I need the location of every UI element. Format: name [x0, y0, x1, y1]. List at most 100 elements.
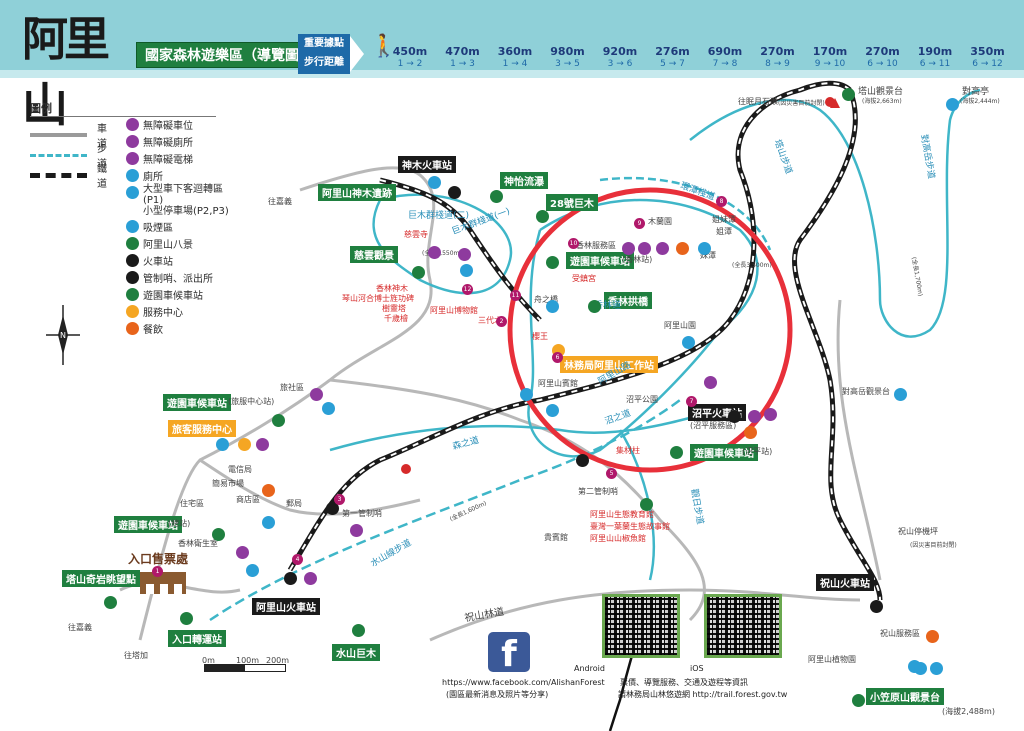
- walk-distance-pair: 3 → 5: [555, 59, 580, 69]
- waypoint-marker: 6: [552, 352, 563, 363]
- walk-distance-pair: 1 → 4: [502, 59, 528, 69]
- legend-item-label: 服務中心: [143, 308, 183, 319]
- waypoint-marker: 9: [634, 218, 645, 229]
- label-zhushan-station: 祝山火車站: [816, 574, 874, 591]
- label-tashan-alt: (海拔2,663m): [862, 98, 902, 105]
- facebook-icon[interactable]: f: [488, 632, 530, 675]
- label-alishan-museum: 阿里山博物館: [430, 306, 478, 315]
- label-duigaoting: 對高亭: [962, 87, 990, 97]
- label-xianglin-service: 香林服務區: [576, 241, 616, 250]
- alishan-logo: 阿里山: [22, 12, 110, 132]
- legend-item: 無障礙電梯: [126, 150, 230, 167]
- legend-item: 餐飲: [126, 320, 230, 337]
- legend-item-label: 阿里山八景: [143, 240, 193, 251]
- train-station-icon: [728, 410, 741, 423]
- scale-0: 0m: [202, 656, 215, 665]
- android-qr-code[interactable]: [602, 594, 680, 658]
- dining-icon: [926, 630, 939, 643]
- scenic-spot-icon: [490, 190, 503, 203]
- walk-distance-pair: 6 → 12: [972, 59, 1003, 69]
- walk-distance-value: 450m: [392, 45, 428, 58]
- label-to-tashan-right: 往塔加: [124, 651, 148, 660]
- shuttle-bus-icon: [272, 414, 285, 427]
- svg-text:N: N: [60, 331, 66, 340]
- railway: [289, 82, 851, 571]
- app-info-line2[interactable]: 請林務局山林悠遊網 http://trail.forest.gov.tw: [618, 690, 788, 699]
- accessible-toilet-icon: [748, 410, 761, 423]
- label-ecology-museum: 阿里山生態教育館: [590, 510, 654, 519]
- parking-icon: [262, 516, 275, 529]
- walk-distance-value: 360m: [497, 45, 533, 58]
- label-shuttle-zhaoping: 遊園車候車站: [690, 444, 758, 461]
- walk-distance-value: 980m: [550, 45, 585, 58]
- label-post-office: 電信局: [228, 465, 252, 474]
- legend-items: 無障礙車位無障礙廁所無障礙電梯廁所大型車下客迴轉區(P1)小型停車場(P2,P3…: [126, 116, 230, 337]
- label-hostel: 旅社區: [280, 383, 304, 392]
- walk-distance-pair: 8 → 9: [765, 59, 790, 69]
- label-alishan-station: 阿里山火車站: [252, 598, 320, 615]
- scenic-spot-icon: [536, 210, 549, 223]
- scenic-spot-icon: [588, 300, 601, 313]
- police-icon: [326, 502, 339, 515]
- shuttle-bus-icon: [212, 528, 225, 541]
- dining-icon: [744, 426, 757, 439]
- label-entrance-transit: 入口轉運站: [168, 630, 226, 647]
- label-ticket-office: 入口售票處: [128, 552, 189, 566]
- smoking-area-icon: [126, 220, 139, 233]
- police-icon: [576, 454, 589, 467]
- waypoint-marker: 1: [152, 566, 163, 577]
- scenic-spot-icon: [352, 624, 365, 637]
- label-to-chiayi-top: 往嘉義: [268, 197, 292, 206]
- accessible-elevator-icon: [764, 408, 777, 421]
- label-zhaoping-park: 沼平公園: [626, 395, 658, 404]
- accessible-toilet-icon: [126, 135, 139, 148]
- road: [199, 458, 421, 516]
- label-zhushan-parking: 祝山停機坪: [898, 527, 938, 536]
- label-zhaoping-service: (沼平服務區): [690, 421, 737, 430]
- label-shuttle-main-sub: (總站): [168, 519, 191, 528]
- label-memorial-4: 樹靈塔: [382, 304, 406, 313]
- legend-item-label: 管制哨、派出所: [143, 274, 213, 285]
- railway: [287, 80, 852, 572]
- walking-person-icon: 🚶: [370, 34, 398, 59]
- highlight-circle: [507, 187, 793, 473]
- label-pond-sister: 姐妹潭: [712, 215, 736, 224]
- smoking-area-icon: [914, 662, 927, 675]
- waypoint-marker: 10: [568, 238, 579, 249]
- label-pond-younger: 妹潭: [700, 251, 716, 260]
- label-shuishan-tree: 水山巨木: [332, 644, 380, 661]
- waypoint-marker: 12: [462, 284, 473, 295]
- label-shuttle-main: 遊園車候車站: [114, 516, 182, 533]
- legend-item-label: 無障礙廁所: [143, 138, 193, 149]
- legend-line-row: 車道: [30, 124, 116, 150]
- legend-line-label: 步道: [97, 144, 107, 170]
- accessible-toilet-icon: [638, 242, 651, 255]
- closed-road-icon: [401, 464, 411, 474]
- facebook-url[interactable]: https://www.facebook.com/AlishanForest: [442, 678, 605, 687]
- toilet-icon: [428, 176, 441, 189]
- legend-item: 服務中心: [126, 303, 230, 320]
- trail: [527, 198, 759, 458]
- ios-qr-code[interactable]: [704, 594, 782, 658]
- scale-100: 100m: [236, 656, 260, 665]
- waypoint-marker: 5: [606, 468, 617, 479]
- label-shenmu-ruins: 阿里山神木遺跡: [318, 184, 396, 201]
- legend-item: 廁所: [126, 167, 230, 184]
- legend-item-label: 火車站: [143, 257, 173, 268]
- label-xiaoliyuan-alt: (海拔2,488m): [942, 707, 995, 716]
- label-zhushan-service: 祝山服務區: [880, 629, 920, 638]
- label-residence: 住宅區: [180, 499, 204, 508]
- legend-item-label: 無障礙車位: [143, 121, 193, 132]
- label-second-checkpoint: 第二管制哨: [578, 487, 618, 496]
- label-ciyun-view: 慈雲觀景: [350, 246, 398, 263]
- smoking-area-icon: [546, 404, 559, 417]
